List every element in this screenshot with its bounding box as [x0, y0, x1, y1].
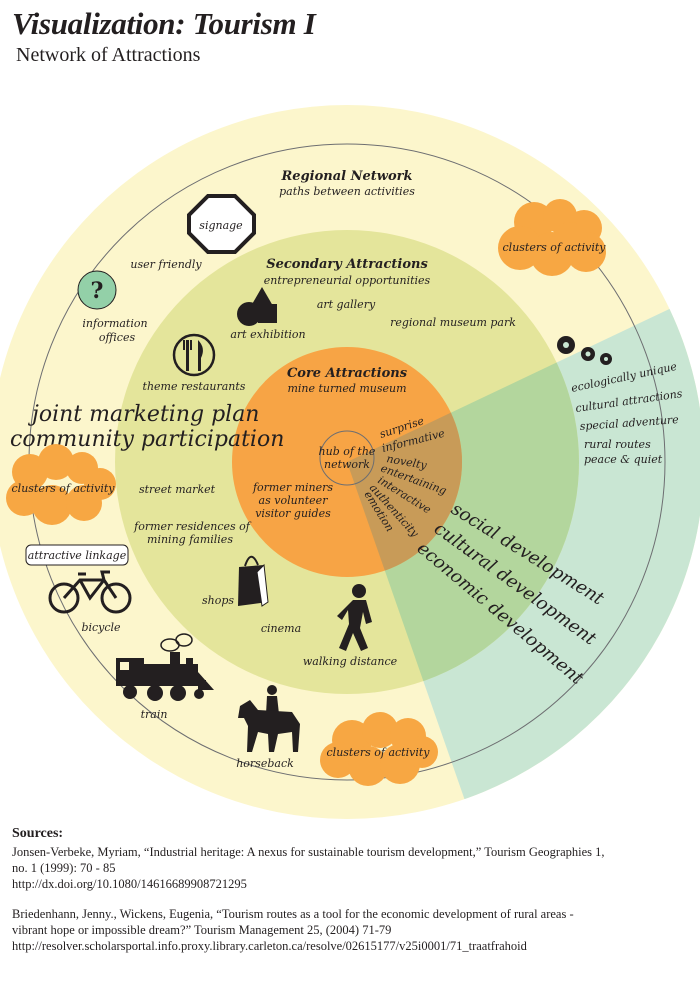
source-1-line-1: Jonsen-Verbeke, Myriam, “Industrial heri… [12, 845, 605, 859]
art-shapes-icon [237, 287, 277, 326]
horseback-label: horseback [236, 757, 294, 770]
shopping-bag-icon [238, 555, 269, 607]
secondary-attractions-heading: Secondary Attractions [266, 257, 428, 272]
regional-network-subheading: paths between activities [279, 185, 415, 198]
question-mark-icon: ? [77, 270, 117, 310]
information-offices-label-1: information [82, 317, 147, 330]
source-1-line-2: no. 1 (1999): 70 - 85 [12, 861, 116, 875]
attractive-linkage-box [25, 544, 129, 566]
tourism-network-diagram: Regional Network paths between activitie… [0, 105, 700, 819]
horseback-icon [238, 685, 300, 752]
former-miners-label-2: as volunteer [259, 494, 329, 507]
page-subtitle: Network of Attractions [16, 44, 201, 66]
cluster-label-left: clusters of activity [12, 482, 116, 495]
cluster-label-top-right: clusters of activity [503, 241, 607, 254]
signage-octagon-icon: signage [187, 194, 256, 254]
cluster-blob-top-right [498, 199, 606, 276]
walking-person-icon [337, 584, 372, 651]
sources-heading: Sources: [12, 826, 64, 841]
page-title: Visualization: Tourism I [12, 6, 316, 41]
green-label-rural-routes: rural routes [584, 438, 651, 451]
question-mark-glyph: ? [91, 278, 104, 304]
art-exhibition-label: art exhibition [230, 328, 305, 341]
green-label-peace-quiet: peace & quiet [584, 453, 663, 466]
source-reference-2: Briedenhann, Jenny., Wickens, Eugenia, “… [12, 906, 687, 954]
former-residences-label-1: former residences of [133, 520, 252, 533]
core-attractions-heading: Core Attractions [287, 366, 408, 381]
secondary-attractions-subheading: entrepreneurial opportunities [264, 274, 431, 287]
sources-section: Sources: Jonsen-Verbeke, Myriam, “Indust… [12, 826, 687, 968]
former-miners-label-3: visitor guides [255, 507, 331, 520]
regional-museum-park-label: regional museum park [390, 316, 516, 329]
cluster-blob-bottom [320, 712, 438, 786]
hub-label-2: network [324, 458, 370, 471]
walking-distance-label: walking distance [303, 655, 398, 668]
cluster-label-bottom: clusters of activity [327, 746, 431, 759]
cinema-label: cinema [261, 622, 301, 635]
former-miners-label-1: former miners [252, 481, 333, 494]
source-1-link[interactable]: http://dx.doi.org/10.1080/14616689908721… [12, 877, 247, 891]
bicycle-label: bicycle [81, 621, 121, 634]
attractive-linkage-label: attractive linkage [28, 549, 127, 562]
signage-label: signage [199, 219, 243, 232]
street-market-label: street market [139, 483, 216, 496]
art-gallery-label: art gallery [317, 298, 376, 311]
shops-label: shops [202, 594, 234, 607]
source-2-line-1: Briedenhann, Jenny., Wickens, Eugenia, “… [12, 907, 574, 921]
regional-network-heading: Regional Network [281, 169, 413, 184]
restaurant-plate-icon [172, 333, 216, 377]
joint-marketing-label: joint marketing plan [27, 402, 259, 427]
bicycle-icon [48, 570, 132, 614]
hub-label-1: hub of the [319, 445, 376, 458]
train-label: train [141, 708, 168, 721]
theme-restaurants-label: theme restaurants [143, 380, 246, 393]
train-icon [116, 633, 214, 701]
information-offices-label-2: offices [99, 331, 136, 344]
hub-circle [319, 430, 375, 486]
cluster-blob-left [6, 444, 116, 525]
former-residences-label-2: mining families [147, 533, 233, 546]
user-friendly-label: user friendly [130, 258, 202, 271]
flower-stars-icon [557, 336, 612, 365]
source-2-line-2: vibrant hope or impossible dream?” Touri… [12, 923, 392, 937]
core-attractions-subheading: mine turned museum [287, 382, 406, 395]
source-2-link[interactable]: http://resolver.scholarsportal.info.prox… [12, 939, 527, 953]
source-reference-1: Jonsen-Verbeke, Myriam, “Industrial heri… [12, 844, 687, 892]
